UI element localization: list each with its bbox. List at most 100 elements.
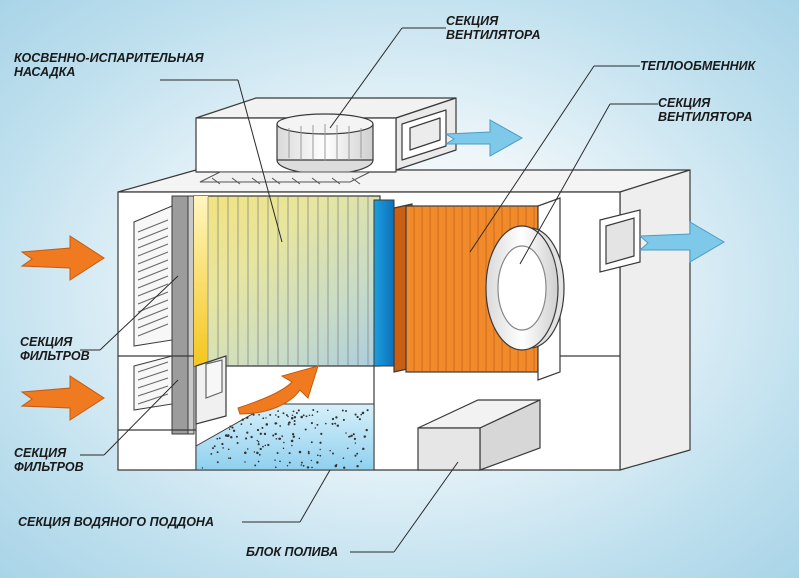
water-droplet	[261, 426, 264, 429]
label-fan-top-line2: ВЕНТИЛЯТОРА	[446, 28, 541, 42]
water-droplet	[250, 435, 253, 439]
top-fan-icon	[276, 113, 374, 175]
label-filter-section-upper: СЕКЦИЯ ФИЛЬТРОВ	[20, 335, 90, 363]
water-droplet	[290, 439, 294, 443]
label-fan-right-line1: СЕКЦИЯ	[658, 96, 711, 110]
label-filter-section-lower: СЕКЦИЯ ФИЛЬТРОВ	[14, 446, 84, 474]
water-droplet	[282, 412, 285, 415]
water-droplet	[279, 437, 282, 440]
water-droplet	[305, 415, 308, 418]
water-droplet	[288, 461, 291, 464]
water-droplet	[240, 423, 243, 426]
water-droplet	[331, 422, 334, 425]
irrigation-block-box	[417, 399, 541, 471]
water-droplet	[354, 454, 357, 457]
water-droplet	[265, 417, 267, 419]
water-droplet	[298, 437, 301, 440]
water-droplet	[262, 445, 264, 448]
wet-edge	[373, 199, 395, 367]
water-droplet	[365, 428, 368, 432]
water-droplet	[275, 437, 278, 440]
water-droplet	[216, 451, 219, 454]
label-filter-lower-line2: ФИЛЬТРОВ	[14, 460, 84, 474]
water-droplet	[345, 432, 347, 434]
water-droplet	[257, 443, 260, 446]
water-droplet	[358, 418, 361, 421]
water-droplet	[292, 435, 296, 438]
water-droplet	[353, 437, 357, 441]
water-droplet	[257, 440, 260, 443]
water-droplet	[331, 417, 335, 421]
water-droplet	[231, 426, 234, 429]
water-droplet	[298, 450, 302, 454]
water-droplet	[354, 413, 357, 416]
water-droplet	[264, 444, 267, 447]
water-droplet	[345, 410, 347, 412]
water-droplet	[342, 418, 345, 421]
water-droplet	[227, 448, 230, 451]
water-droplet	[246, 431, 249, 434]
water-droplet	[263, 432, 267, 436]
water-droplet	[354, 442, 357, 444]
water-droplet	[319, 454, 322, 457]
water-droplet	[282, 447, 285, 450]
water-droplet	[342, 457, 345, 459]
right-fan-icon	[485, 225, 565, 351]
internal-air-arrow	[237, 365, 319, 415]
water-droplet	[253, 451, 256, 453]
water-droplet	[259, 447, 262, 451]
water-droplet	[314, 427, 317, 429]
water-droplet	[287, 423, 290, 426]
water-droplet	[310, 422, 313, 425]
inlet-arrow-lower	[20, 375, 105, 421]
water-droplet	[348, 435, 350, 438]
water-droplet	[287, 422, 290, 424]
outlet-arrow-right	[638, 221, 725, 263]
water-droplet	[341, 409, 344, 412]
water-droplet	[350, 434, 353, 437]
water-droplet	[300, 461, 303, 464]
label-fan-top-line1: СЕКЦИЯ	[446, 14, 499, 28]
top-fan-housing	[195, 97, 457, 175]
water-droplet	[277, 410, 279, 412]
filter-grille-upper	[133, 205, 173, 347]
water-droplet	[316, 454, 319, 457]
water-droplet	[356, 452, 359, 455]
label-evap-packing-line2: НАСАДКА	[14, 65, 76, 79]
water-droplet	[320, 432, 323, 435]
water-droplet	[222, 447, 224, 449]
water-droplet	[285, 414, 288, 417]
water-droplet	[287, 415, 289, 418]
water-droplet	[274, 459, 276, 461]
water-droplet	[229, 457, 232, 460]
water-droplet	[262, 417, 265, 420]
filter-grille-lower	[133, 355, 173, 411]
water-droplet	[291, 432, 295, 436]
water-droplet	[256, 428, 260, 432]
inlet-arrow-upper	[20, 235, 105, 281]
water-droplet	[258, 453, 261, 456]
water-droplet	[363, 435, 367, 438]
water-droplet	[244, 461, 246, 463]
water-droplet	[306, 466, 310, 469]
water-droplet	[307, 450, 310, 453]
water-droplet	[361, 411, 365, 415]
water-droplet	[274, 466, 277, 469]
water-droplet	[302, 414, 305, 417]
water-droplet	[241, 418, 244, 421]
water-droplet	[293, 423, 296, 426]
water-droplet	[295, 412, 298, 414]
water-droplet	[257, 460, 260, 463]
water-droplet	[366, 409, 369, 412]
water-droplet	[352, 433, 355, 436]
water-droplet	[250, 423, 252, 426]
water-droplet	[308, 414, 311, 417]
water-droplet	[227, 434, 230, 437]
water-droplet	[316, 461, 319, 464]
water-droplet	[312, 409, 315, 411]
water-droplet	[286, 464, 289, 467]
water-droplet	[277, 415, 280, 418]
water-droplet	[256, 451, 259, 455]
water-droplet	[360, 413, 363, 416]
